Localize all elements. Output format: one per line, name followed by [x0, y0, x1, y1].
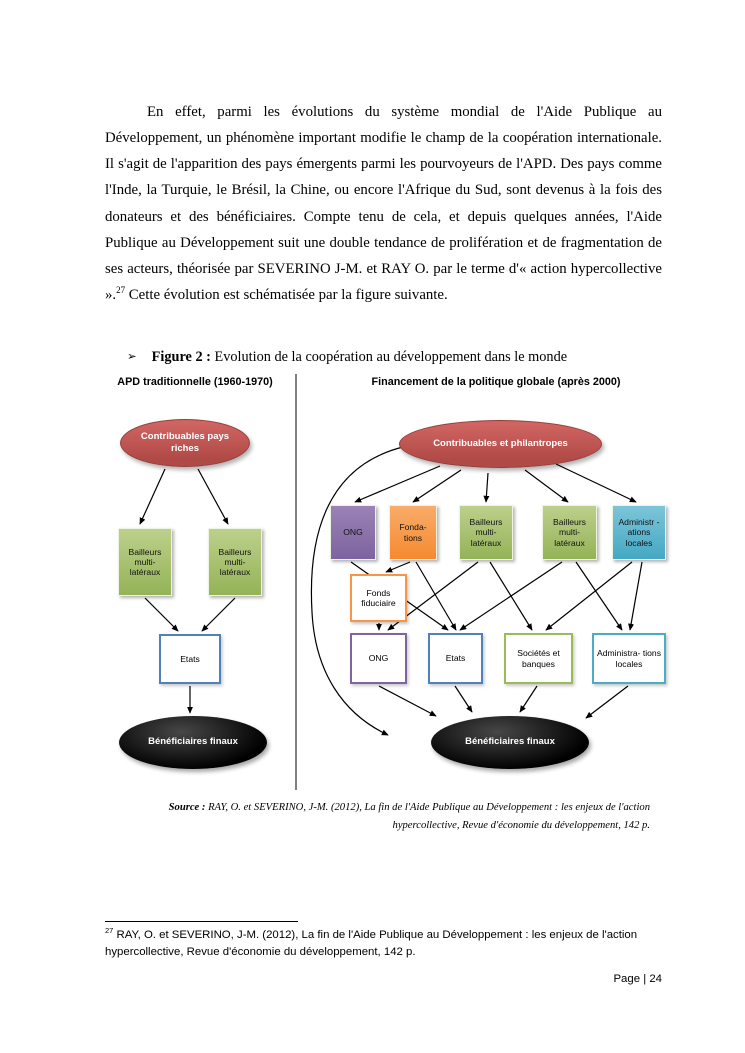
- node-fonds-fiduciaire: Fonds fiduciaire: [350, 574, 407, 622]
- figure-caption: ➢ Figure 2 : Evolution de la coopération …: [127, 349, 567, 366]
- node-beneficiaires-finaux-right: Bénéficiaires finaux: [431, 716, 589, 769]
- node-ong-top: ONG: [330, 505, 376, 560]
- footnote-reference: 27: [116, 285, 126, 296]
- footnote-number: 27: [105, 926, 114, 936]
- node-administrations-locales-top: Administr -ations locales: [612, 505, 666, 560]
- source-text: RAY, O. et SEVERINO, J-M. (2012), La fin…: [205, 802, 650, 831]
- footnote-separator: [105, 921, 298, 922]
- figure-caption-label: Figure 2 :: [151, 349, 211, 365]
- right-panel-title: Financement de la politique globale (apr…: [371, 376, 621, 388]
- source-label: Source :: [168, 802, 206, 813]
- node-administrations-locales-bottom: Administra- tions locales: [592, 633, 666, 684]
- paragraph-text-1: En effet, parmi les évolutions du systèm…: [105, 103, 662, 304]
- figure-diagram: APD traditionnelle (1960-1970) Contribua…: [88, 372, 673, 792]
- node-bailleurs-multilateraux-left-1: Bailleurs multi- latéraux: [118, 528, 172, 596]
- page-number: Page | 24: [613, 973, 662, 985]
- node-fondations: Fonda- tions: [389, 505, 437, 560]
- body-paragraph: En effet, parmi les évolutions du systèm…: [105, 99, 662, 309]
- node-ong-bottom: ONG: [350, 633, 407, 684]
- paragraph-text-2: Cette évolution est schématisée par la f…: [125, 287, 448, 304]
- node-bailleurs-multilateraux-left-2: Bailleurs multi- latéraux: [208, 528, 262, 596]
- footnote-text: RAY, O. et SEVERINO, J-M. (2012), La fin…: [105, 929, 638, 958]
- node-etats-left: Etats: [159, 634, 221, 684]
- figure-caption-text: Evolution de la coopération au développe…: [210, 349, 568, 365]
- node-bailleurs-multilateraux-right-2: Bailleurs multi- latéraux: [542, 505, 597, 560]
- node-contribuables-philantropes: Contribuables et philantropes: [399, 420, 602, 468]
- figure-source: Source : RAY, O. et SEVERINO, J-M. (2012…: [105, 799, 650, 834]
- footnote: 27 RAY, O. et SEVERINO, J-M. (2012), La …: [105, 927, 657, 960]
- arrow-bullet-icon: ➢: [127, 351, 137, 363]
- node-bailleurs-multilateraux-right-1: Bailleurs multi- latéraux: [459, 505, 513, 560]
- node-beneficiaires-finaux-left: Bénéficiaires finaux: [119, 716, 267, 769]
- node-etats-right: Etats: [428, 633, 483, 684]
- node-contribuables-pays-riches: Contribuables pays riches: [120, 419, 250, 467]
- left-panel-title: APD traditionnelle (1960-1970): [117, 376, 273, 388]
- node-societes-et-banques: Sociétés et banques: [504, 633, 573, 684]
